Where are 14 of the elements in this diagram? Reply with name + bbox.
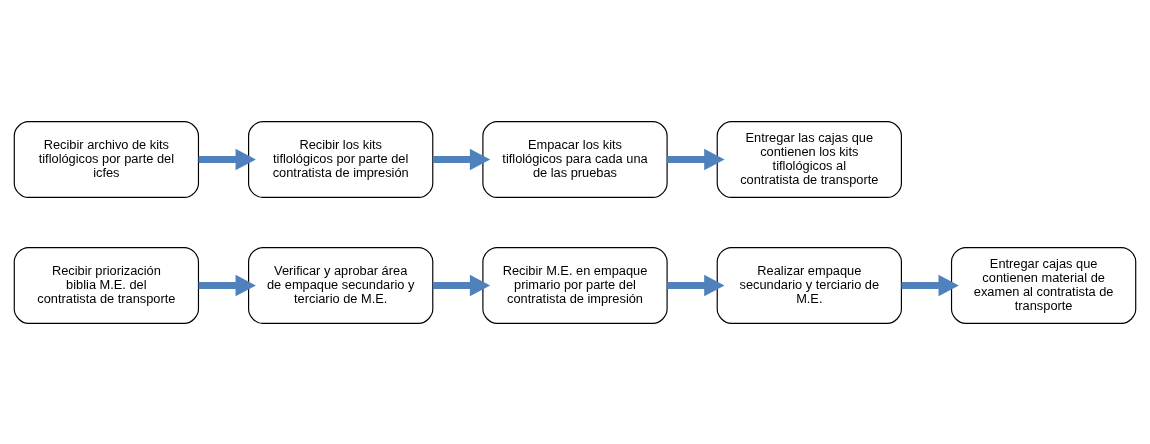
arrow xyxy=(198,274,256,296)
node-box: Recibir priorización biblia M.E. del contratista de transporte xyxy=(13,246,200,324)
arrow xyxy=(432,148,491,170)
node-box: Realizar empaque secundario y terciario de M.E. xyxy=(716,246,902,324)
node-box: Recibir archivo de kits tiflológicos por parte del icfes xyxy=(13,120,200,198)
node-box: Entregar las cajas que contienen los kits tiflológicos al contratista de transporte xyxy=(716,120,902,198)
node-box: Recibir los kits tiflológicos por parte del contratista de impresión xyxy=(248,120,434,198)
node-box: Recibir M.E. en empaque primario por parte del contratista de impresión xyxy=(482,246,668,324)
arrow xyxy=(901,274,959,296)
node-box: Verificar y aprobar área de empaque secundario y terciario de M.E. xyxy=(248,246,434,324)
arrow xyxy=(198,148,256,170)
arrow xyxy=(432,274,491,296)
node-box: Entregar cajas que contienen material de examen al contratista de transporte xyxy=(950,246,1137,324)
node-box: Empacar los kits tiflológicos para cada una de las pruebas xyxy=(482,120,668,198)
